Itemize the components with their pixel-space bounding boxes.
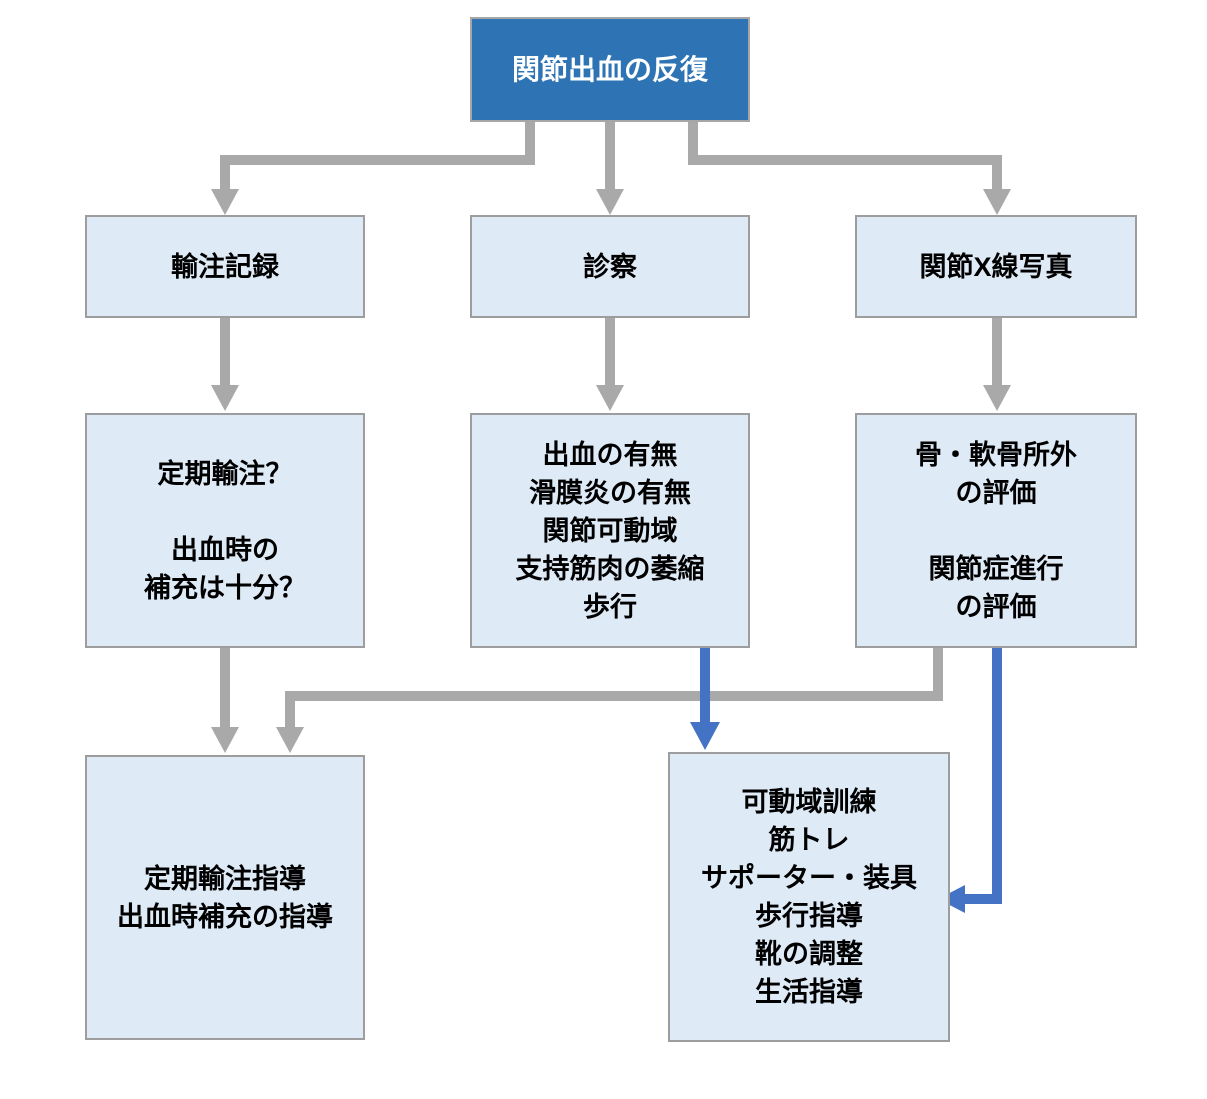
node-examination: 診察 bbox=[470, 215, 750, 318]
node-root-joint-bleeding: 関節出血の反復 bbox=[470, 17, 750, 122]
node-transfusion-check: 定期輸注？ 出血時の 補充は十分？ bbox=[85, 413, 365, 648]
connector-evaluation-to-guidance-drop bbox=[285, 701, 295, 727]
node-root-label: 関節出血の反復 bbox=[511, 53, 708, 85]
node-transfusion-record: 輸注記録 bbox=[85, 215, 365, 318]
arrowhead-examination-to-findings bbox=[596, 385, 624, 411]
node-transfusion-guidance-label: 定期輸注指導 出血時補充の指導 bbox=[117, 863, 333, 932]
connector-check-to-guidance bbox=[220, 648, 230, 727]
node-xray-evaluation-label: 骨・軟骨所外 の評価 関節症進行 の評価 bbox=[915, 439, 1077, 622]
node-exam-findings: 出血の有無 滑膜炎の有無 関節可動域 支持筋肉の萎縮 歩行 bbox=[470, 413, 750, 648]
arrowhead-check-to-guidance bbox=[211, 727, 239, 753]
connector-root-to-record-horizontal bbox=[220, 155, 535, 165]
node-rehab-program: 可動域訓練 筋トレ サポーター・装具 歩行指導 靴の調整 生活指導 bbox=[668, 752, 950, 1042]
connector-evaluation-to-guidance-horizontal bbox=[285, 691, 943, 701]
node-exam-findings-label: 出血の有無 滑膜炎の有無 関節可動域 支持筋肉の萎縮 歩行 bbox=[515, 439, 705, 622]
node-transfusion-guidance: 定期輸注指導 出血時補充の指導 bbox=[85, 755, 365, 1040]
arrowhead-findings-to-rehab bbox=[690, 722, 720, 750]
node-xray-evaluation: 骨・軟骨所外 の評価 関節症進行 の評価 bbox=[855, 413, 1137, 648]
arrowhead-record-to-check bbox=[211, 385, 239, 411]
node-transfusion-check-label: 定期輸注？ 出血時の 補充は十分？ bbox=[144, 458, 306, 603]
connector-root-to-xray-stub bbox=[688, 120, 698, 165]
connector-examination-to-findings bbox=[605, 318, 615, 385]
node-transfusion-record-label: 輸注記録 bbox=[171, 251, 279, 282]
connector-root-to-xray-drop bbox=[992, 165, 1002, 189]
node-examination-label: 診察 bbox=[583, 251, 637, 282]
node-rehab-program-label: 可動域訓練 筋トレ サポーター・装具 歩行指導 靴の調整 生活指導 bbox=[701, 787, 917, 1007]
arrowhead-root-to-xray bbox=[983, 189, 1011, 215]
arrowhead-evaluation-to-guidance bbox=[276, 727, 304, 753]
node-joint-xray: 関節X線写真 bbox=[855, 215, 1137, 318]
connector-root-to-examination bbox=[605, 120, 615, 189]
connector-findings-to-rehab bbox=[700, 648, 710, 722]
arrowhead-xray-to-evaluation bbox=[983, 385, 1011, 411]
connector-root-to-xray-horizontal bbox=[688, 155, 1002, 165]
connector-evaluation-to-guidance-stub bbox=[933, 648, 943, 701]
connector-root-to-record-stub bbox=[525, 120, 535, 165]
connector-record-to-check bbox=[220, 318, 230, 385]
node-joint-xray-label: 関節X線写真 bbox=[919, 251, 1073, 282]
arrowhead-root-to-record bbox=[211, 189, 239, 215]
connector-evaluation-to-rehab-horizontal bbox=[964, 894, 1002, 904]
arrowhead-root-to-examination bbox=[596, 189, 624, 215]
connector-xray-to-evaluation bbox=[992, 318, 1002, 385]
connector-root-to-record-drop bbox=[220, 165, 230, 189]
connector-evaluation-to-rehab-drop bbox=[992, 648, 1002, 894]
